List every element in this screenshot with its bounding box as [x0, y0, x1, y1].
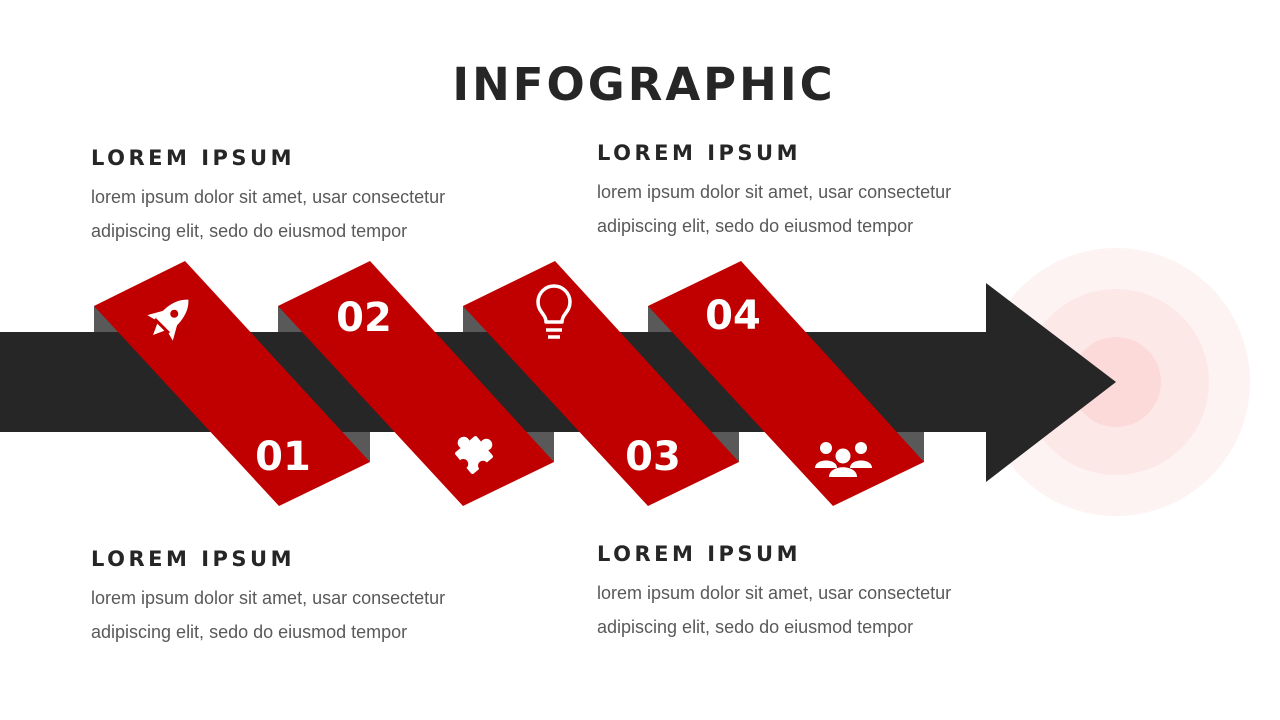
block-line: adipiscing elit, sedo do eiusmod tempor [91, 622, 408, 642]
block-line: lorem ipsum dolor sit amet, usar consect… [91, 187, 446, 207]
ribbon-step-4: 04 [648, 261, 924, 506]
puzzle-icon [455, 436, 493, 474]
ribbon-band [463, 261, 739, 506]
arrow-head [986, 283, 1116, 482]
block-heading: LOREM IPSUM [597, 141, 801, 165]
ribbon-step-1: 01 [94, 261, 370, 506]
block-line: adipiscing elit, sedo do eiusmod tempor [597, 216, 914, 236]
block-line: lorem ipsum dolor sit amet, usar consect… [597, 182, 952, 202]
team-icon [815, 442, 872, 477]
block-body: lorem ipsum dolor sit amet, usar consect… [91, 180, 531, 248]
step-number: 01 [255, 434, 311, 480]
ribbon-step-3: 03 [463, 261, 739, 506]
step-number: 03 [625, 434, 681, 480]
text-block-top-right: LOREM IPSUM lorem ipsum dolor sit amet, … [597, 139, 1037, 243]
lightbulb-icon [536, 284, 572, 339]
step-number: 02 [336, 295, 392, 341]
block-body: lorem ipsum dolor sit amet, usar consect… [91, 581, 531, 649]
text-block-top-left: LOREM IPSUM lorem ipsum dolor sit amet, … [91, 144, 531, 248]
text-block-bottom-left: LOREM IPSUM lorem ipsum dolor sit amet, … [91, 545, 531, 649]
step-number: 04 [705, 293, 761, 339]
block-heading: LOREM IPSUM [597, 542, 801, 566]
block-heading: LOREM IPSUM [91, 547, 295, 571]
ribbon-band [648, 261, 924, 506]
block-body: lorem ipsum dolor sit amet, usar consect… [597, 576, 1037, 644]
text-block-bottom-right: LOREM IPSUM lorem ipsum dolor sit amet, … [597, 540, 1037, 644]
block-heading: LOREM IPSUM [91, 146, 295, 170]
block-line: adipiscing elit, sedo do eiusmod tempor [91, 221, 408, 241]
block-body: lorem ipsum dolor sit amet, usar consect… [597, 175, 1037, 243]
page-title: INFOGRAPHIC [452, 58, 836, 111]
block-line: lorem ipsum dolor sit amet, usar consect… [91, 588, 446, 608]
rocket-icon [147, 299, 189, 341]
block-line: lorem ipsum dolor sit amet, usar consect… [597, 583, 952, 603]
ribbon-step-2: 02 [278, 261, 554, 506]
block-line: adipiscing elit, sedo do eiusmod tempor [597, 617, 914, 637]
